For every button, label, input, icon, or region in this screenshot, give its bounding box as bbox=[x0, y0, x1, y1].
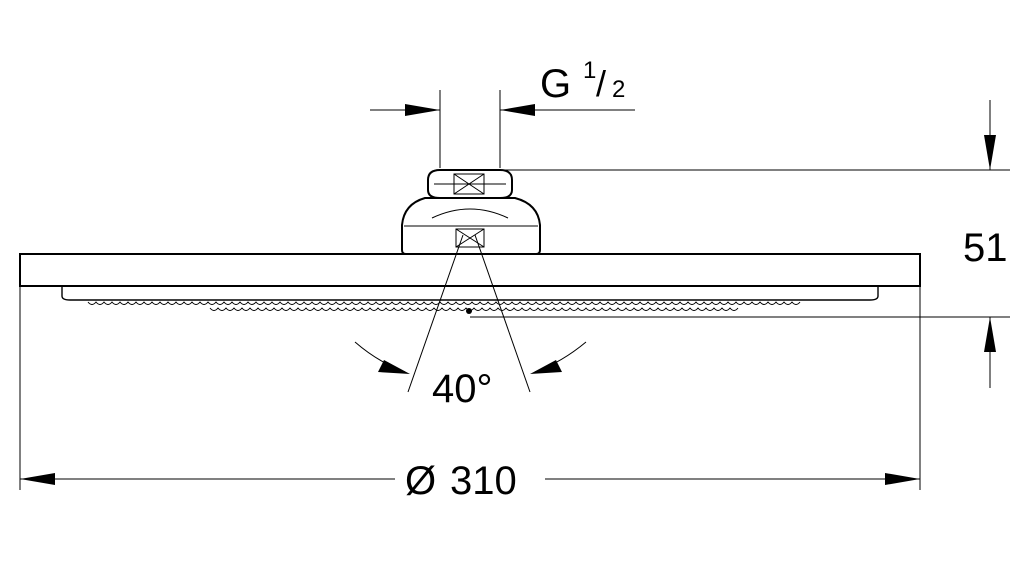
shower-plate-underside bbox=[61, 286, 879, 301]
shower-plate-body bbox=[19, 253, 921, 287]
height-arrow-top-icon bbox=[984, 135, 996, 170]
angle-label: 40° bbox=[432, 367, 493, 411]
shower-head-plate bbox=[19, 253, 921, 314]
thread-arrow-left-icon bbox=[405, 104, 440, 116]
thread-dimension: G 1 / 2 bbox=[370, 57, 635, 168]
angle-arrow-right-icon bbox=[530, 360, 562, 374]
thread-arrow-right-icon bbox=[500, 104, 535, 116]
thread-label-g: G bbox=[540, 62, 571, 106]
diameter-arrow-left-icon bbox=[20, 473, 55, 485]
center-nozzle bbox=[466, 308, 472, 314]
height-label: 51 bbox=[963, 226, 1008, 270]
thread-label-denominator: 2 bbox=[612, 76, 625, 103]
height-dimension: 51 bbox=[470, 100, 1010, 388]
height-arrow-bottom-icon bbox=[984, 317, 996, 352]
angle-arrow-left-icon bbox=[378, 360, 410, 374]
spray-angle-dimension: 40° bbox=[354, 234, 587, 411]
diameter-symbol: Ø bbox=[405, 459, 436, 503]
thread-label-slash: / bbox=[596, 63, 606, 104]
ball-joint-flat bbox=[455, 228, 485, 248]
diameter-arrow-right-icon bbox=[885, 473, 920, 485]
ball-joint-curve bbox=[431, 208, 509, 219]
thread-label-numerator: 1 bbox=[583, 57, 596, 84]
spray-nozzles-row-1 bbox=[87, 301, 801, 305]
connector-nut bbox=[401, 169, 541, 255]
spray-angle-line-left bbox=[407, 234, 464, 393]
spray-nozzles-row-2 bbox=[209, 307, 739, 311]
diameter-dimension: Ø 310 bbox=[19, 286, 921, 503]
diameter-value: 310 bbox=[450, 459, 517, 503]
hex-nut-flat bbox=[453, 173, 485, 195]
spray-angle-line-right bbox=[474, 234, 531, 393]
